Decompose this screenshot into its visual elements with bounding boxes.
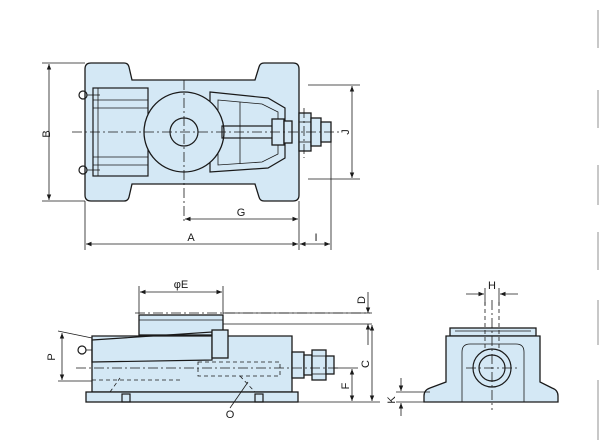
dim-label-E: φE xyxy=(174,279,188,291)
dim-label-P: P xyxy=(46,353,58,360)
dim-label-O: O xyxy=(226,409,235,421)
front-view xyxy=(76,312,370,409)
side-view-body xyxy=(423,335,559,403)
dim-label-D: D xyxy=(356,296,368,304)
front-upper-block xyxy=(211,329,229,359)
top-view-dimensions: B J G A I xyxy=(41,62,360,250)
wedge-block xyxy=(209,91,286,173)
dim-label-A: A xyxy=(187,232,195,244)
dim-label-C: C xyxy=(360,360,372,368)
front-view-dimensions: φE D C F P O xyxy=(46,279,380,421)
side-view xyxy=(423,300,559,410)
front-adjust-nut xyxy=(311,349,327,381)
top-view xyxy=(72,62,340,222)
dim-label-G: G xyxy=(237,207,246,219)
dim-label-J: J xyxy=(340,129,352,135)
dim-label-K: K xyxy=(386,396,398,404)
dim-label-I: I xyxy=(314,232,317,244)
side-view-dimensions: H K xyxy=(386,280,518,416)
dim-label-H: H xyxy=(488,280,496,292)
front-view-body xyxy=(91,335,293,393)
dim-label-B: B xyxy=(41,130,53,137)
front-wedge xyxy=(91,331,213,363)
front-base-foot xyxy=(85,391,299,403)
side-top-plate xyxy=(449,327,537,337)
dim-label-F: F xyxy=(340,382,352,389)
